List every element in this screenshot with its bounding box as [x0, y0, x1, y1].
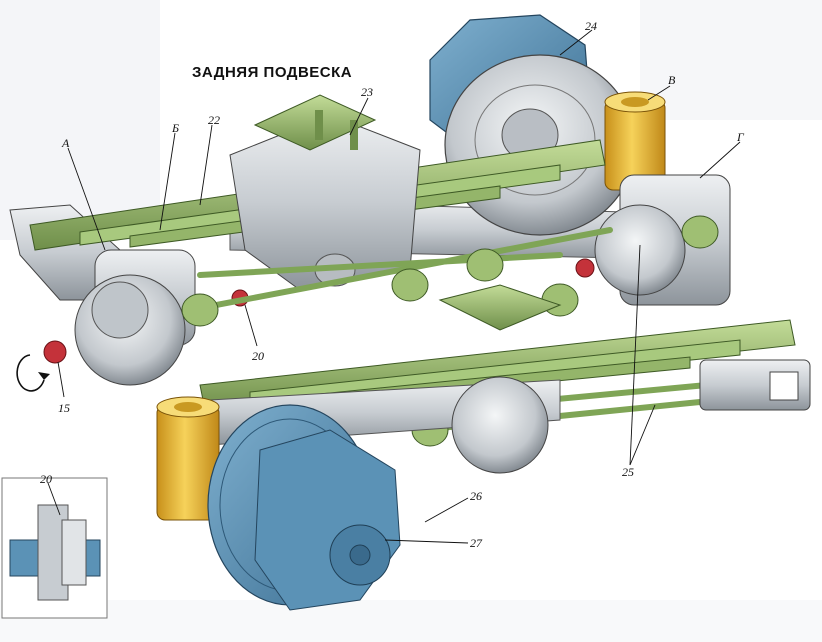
label-20-inset: 20	[40, 472, 52, 486]
label-v: В	[668, 73, 676, 87]
label-g: Г	[736, 130, 745, 144]
rubber-buffer-lower	[156, 396, 220, 521]
label-a: А	[61, 136, 70, 150]
label-27: 27	[470, 536, 483, 550]
label-22: 22	[208, 113, 220, 127]
center-balancer-bracket	[229, 94, 421, 291]
label-15: 15	[58, 401, 70, 415]
label-26: 26	[470, 489, 482, 503]
callout-labels: 24 В 23 22 Б А Г 20 15 25 26 27 20	[40, 19, 745, 550]
label-20-upper: 20	[252, 349, 264, 363]
label-23: 23	[361, 85, 373, 99]
lower-wheel-hub	[207, 404, 401, 611]
leader-lines	[47, 29, 741, 544]
label-24: 24	[585, 19, 597, 33]
label-25: 25	[622, 465, 634, 479]
rotation-arrow-icon	[16, 354, 50, 392]
label-b: Б	[171, 121, 179, 135]
diagram-title: ЗАДНЯЯ ПОДВЕСКА	[192, 64, 352, 81]
flange-detail-inset	[1, 477, 108, 619]
